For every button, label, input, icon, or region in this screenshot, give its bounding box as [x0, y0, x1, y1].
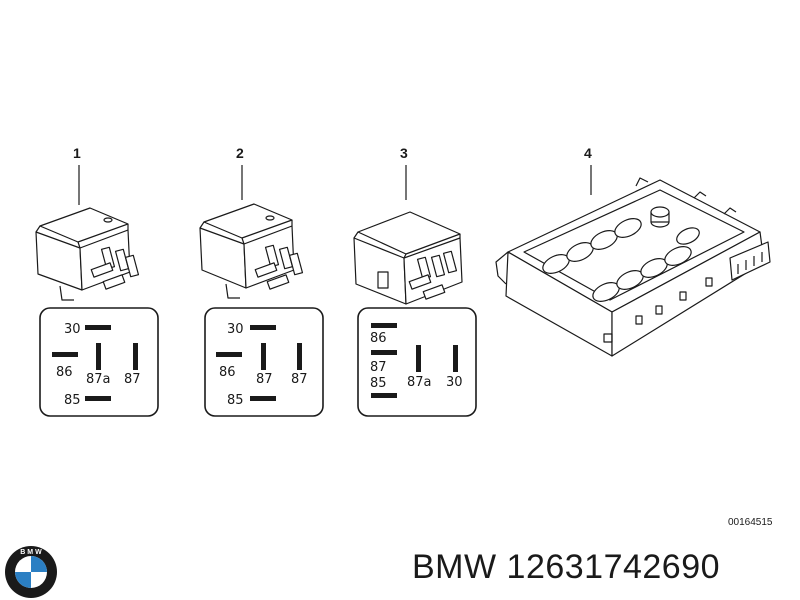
callout-4: 4: [584, 145, 592, 161]
logo-quadrant-blue: [31, 556, 47, 572]
relay-2-body: [199, 203, 304, 299]
relay-2-pin-label: 87: [256, 372, 273, 387]
bmw-logo: B M W: [5, 546, 57, 598]
relay-3-pin-label: 30: [446, 375, 463, 390]
relay-1-pin-label: 30: [64, 322, 81, 337]
relay-2-pin-bars: [216, 325, 302, 401]
relay-2: 2 30 86 87 87 85: [199, 145, 324, 417]
callout-3: 3: [400, 145, 408, 161]
relay-3-pin-label: 87a: [407, 375, 432, 390]
relay-3-pin-label: 86: [370, 331, 387, 346]
relay-2-pin-label: 85: [227, 393, 244, 408]
relay-3-body: [353, 211, 463, 305]
relay-1-pin-label: 87a: [86, 372, 111, 387]
relay-3: 3 86 87 85 87a 30: [353, 145, 477, 417]
callout-2: 2: [236, 145, 244, 161]
relay-carrier-4: 4: [495, 145, 771, 357]
relay-3-pin-label: 85: [370, 376, 387, 391]
part-number: BMW 12631742690: [412, 548, 721, 586]
relay-2-pin-label: 87: [291, 372, 308, 387]
relay-1-body: [35, 207, 140, 301]
relay-1-pin-label: 87: [124, 372, 141, 387]
relay-3-pin-label: 87: [370, 360, 387, 375]
relay-carrier-body: [495, 177, 771, 357]
relay-2-pin-label: 30: [227, 322, 244, 337]
logo-lettering: B M W: [20, 549, 42, 556]
parts-diagram: 1 30 86 87a 87 85 2: [35, 145, 771, 417]
logo-quadrant-blue: [15, 572, 31, 588]
relay-1-pin-bars: [52, 325, 138, 401]
relay-3-pin-bars: [371, 323, 458, 398]
relay-1-pin-label: 85: [64, 393, 81, 408]
relay-2-pin-label: 86: [219, 365, 236, 380]
relay-1-pin-label: 86: [56, 365, 73, 380]
callout-1: 1: [73, 145, 81, 161]
relay-1: 1 30 86 87a 87 85: [35, 145, 159, 417]
catalog-code: 00164515: [728, 517, 773, 528]
